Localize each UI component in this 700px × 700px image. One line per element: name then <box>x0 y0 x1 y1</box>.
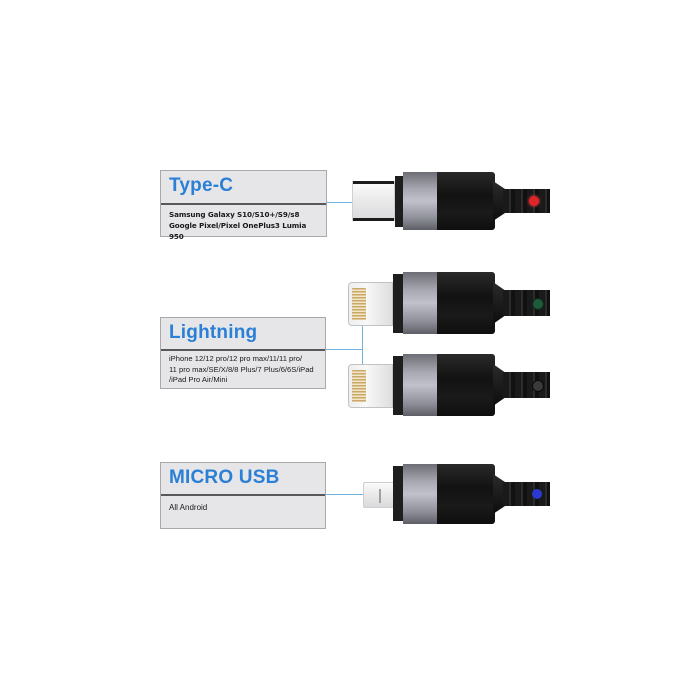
type-c-connector-line <box>327 202 353 203</box>
type-c-indicator-icon <box>529 196 539 206</box>
type-c-title: Type-C <box>169 175 234 196</box>
micro-usb-indicator-icon <box>532 489 542 499</box>
type-c-plug <box>350 170 550 240</box>
lightning-2-indicator-icon <box>532 380 544 392</box>
lightning-divider <box>161 349 325 351</box>
micro-usb-tip <box>363 482 395 508</box>
lightning-connector-line-h <box>326 349 363 350</box>
micro-usb-description: All Android <box>169 502 319 513</box>
type-c-label-box: Type-C Samsung Galaxy S10/S10+/S9/s8 Goo… <box>160 170 327 241</box>
micro-usb-connector-line <box>326 494 364 495</box>
lightning-label-box: Lightning iPhone 12/12 pro/12 pro max/11… <box>160 317 326 389</box>
type-c-desc-line-2: Google Pixel/Pixel OnePlus3 Lumia 950 <box>169 221 307 241</box>
lightning-1-indicator-icon <box>532 298 544 310</box>
micro-usb-plug <box>350 460 550 530</box>
type-c-housing <box>437 172 495 230</box>
type-c-desc-line-1: Samsung Galaxy S10/S10+/S9/s8 <box>169 210 300 219</box>
lightning-description: iPhone 12/12 pro/12 pro max/11/11 pro/ 1… <box>169 354 319 386</box>
type-c-cable <box>503 189 550 213</box>
lightning-desc-line-1: iPhone 12/12 pro/12 pro max/11/11 pro/ <box>169 354 303 363</box>
lightning-desc-line-3: /iPad Pro Air/Mini <box>169 375 228 384</box>
lightning-title: Lightning <box>169 322 258 343</box>
lightning-desc-line-2: 11 pro max/SE/X/8/8 Plus/7 Plus/6/6S/iPa… <box>169 364 314 374</box>
type-c-description: Samsung Galaxy S10/S10+/S9/s8 Google Pix… <box>169 209 320 242</box>
lightning-tip-1 <box>348 282 393 326</box>
micro-usb-title: MICRO USB <box>169 467 280 488</box>
lightning-connector-line-v <box>362 323 363 373</box>
micro-usb-divider <box>161 494 325 496</box>
type-c-tip <box>352 181 395 221</box>
lightning-plug-1 <box>348 272 550 342</box>
micro-usb-desc-line-1: All Android <box>169 503 208 512</box>
type-c-divider <box>161 203 326 205</box>
micro-usb-label-box: MICRO USB All Android <box>160 462 326 529</box>
type-c-metal-ring <box>403 172 437 230</box>
lightning-plug-2 <box>348 354 550 426</box>
lightning-tip-2 <box>348 364 393 408</box>
